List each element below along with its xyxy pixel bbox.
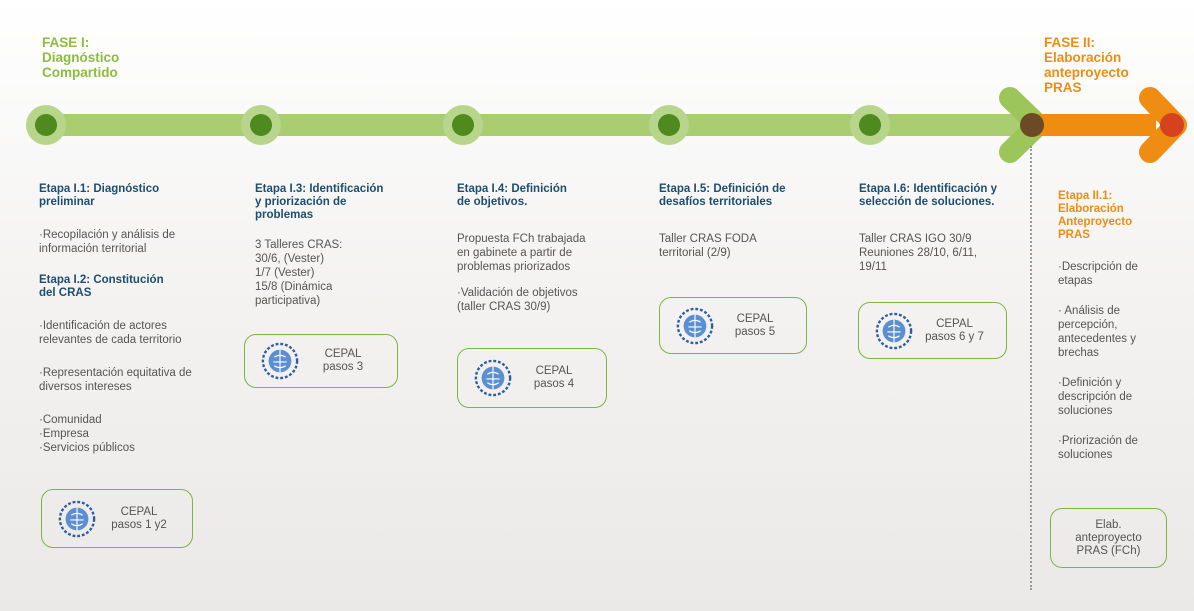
un-emblem-icon bbox=[474, 359, 512, 397]
stage-4-text-validation: ·Validación de objetivos (taller CRAS 30… bbox=[457, 287, 578, 313]
stage-column-4: Etapa I.4: Definición de objetivos. Prop… bbox=[457, 183, 637, 314]
phase-2-text-priorization: ·Priorización de soluciones bbox=[1058, 435, 1138, 461]
cepal-box-5: CEPAL pasos 5 bbox=[659, 297, 807, 354]
stage-column-6: Etapa I.6: Identificación y selección de… bbox=[859, 183, 1029, 274]
stage-column-3: Etapa I.3: Identificación y priorización… bbox=[255, 183, 435, 308]
stage-2-text-groups: ·Comunidad ·Empresa ·Servicios públicos bbox=[39, 414, 135, 454]
stage-5-text: Taller CRAS FODA territorial (2/9) bbox=[659, 233, 757, 259]
stage-3-text: 3 Talleres CRAS: 30/6, (Vester) 1/7 (Ves… bbox=[255, 239, 343, 307]
stage-2-text-actors: ·Identificación de actores relevantes de… bbox=[39, 320, 182, 346]
phase-2-stage-heading: Etapa II.1: Elaboración Anteproyecto PRA… bbox=[1058, 190, 1133, 241]
stage-2-heading: Etapa I.2: Constitución del CRAS bbox=[39, 274, 164, 299]
phase-divider bbox=[1030, 146, 1032, 590]
phase-2-output-box: Elab. anteproyecto PRAS (FCh) bbox=[1050, 508, 1167, 568]
milestone-dot-1 bbox=[26, 105, 66, 145]
phase-2-text-stages: ·Descripción de etapas bbox=[1058, 261, 1138, 287]
stage-6-text: Taller CRAS IGO 30/9 Reuniones 28/10, 6/… bbox=[859, 233, 978, 273]
cepal-box-3-label: CEPAL pasos 3 bbox=[322, 348, 364, 373]
milestone-dot-4 bbox=[649, 105, 689, 145]
stage-column-1: Etapa I.1: Diagnóstico preliminar ·Recop… bbox=[39, 183, 239, 455]
stage-1-heading: Etapa I.1: Diagnóstico preliminar bbox=[39, 183, 160, 208]
cepal-box-1: CEPAL pasos 1 y2 bbox=[41, 489, 193, 548]
stage-2-text-representation: ·Representación equitativa de diversos i… bbox=[39, 367, 192, 393]
stage-1-text: ·Recopilación y análisis de información … bbox=[39, 229, 176, 255]
un-emblem-icon bbox=[58, 500, 96, 537]
un-emblem-icon bbox=[676, 307, 714, 344]
milestone-dot-3 bbox=[443, 105, 483, 145]
stage-4-text-proposal: Propuesta FCh trabajada en gabinete a pa… bbox=[457, 233, 586, 273]
phase-1-title: FASE I: Diagnóstico Compartido bbox=[42, 35, 120, 80]
stage-column-phase-2: Etapa II.1: Elaboración Anteproyecto PRA… bbox=[1058, 190, 1178, 462]
cepal-box-6-label: CEPAL pasos 6 y 7 bbox=[925, 317, 984, 343]
stage-3-heading: Etapa I.3: Identificación y priorización… bbox=[255, 183, 384, 221]
un-emblem-icon bbox=[261, 342, 299, 380]
cepal-box-1-label: CEPAL pasos 1 y2 bbox=[111, 505, 167, 531]
timeline-bar-phase-2 bbox=[1036, 114, 1156, 136]
cepal-box-4-label: CEPAL pasos 4 bbox=[533, 365, 575, 390]
phase-transition-dot bbox=[1020, 113, 1044, 137]
stage-column-5: Etapa I.5: Definición de desafíos territ… bbox=[659, 183, 839, 260]
cepal-box-6: CEPAL pasos 6 y 7 bbox=[858, 302, 1007, 359]
milestone-dot-2 bbox=[241, 105, 281, 145]
phase-2-title: FASE II: Elaboración anteproyecto PRAS bbox=[1044, 35, 1129, 95]
phase-2-text-analysis: · Análisis de percepción, antecedentes y… bbox=[1058, 305, 1137, 359]
cepal-box-5-label: CEPAL pasos 5 bbox=[734, 312, 776, 338]
cepal-box-4: CEPAL pasos 4 bbox=[457, 348, 607, 408]
stage-6-heading: Etapa I.6: Identificación y selección de… bbox=[859, 183, 998, 208]
timeline-end-dot bbox=[1160, 113, 1184, 137]
stage-5-heading: Etapa I.5: Definición de desafíos territ… bbox=[659, 183, 786, 208]
stage-4-heading: Etapa I.4: Definición de objetivos. bbox=[457, 183, 567, 208]
milestone-dot-5 bbox=[850, 105, 890, 145]
phase-2-text-definition: ·Definición y descripción de soluciones bbox=[1058, 377, 1133, 417]
cepal-box-3: CEPAL pasos 3 bbox=[244, 334, 398, 388]
un-emblem-icon bbox=[875, 312, 913, 349]
